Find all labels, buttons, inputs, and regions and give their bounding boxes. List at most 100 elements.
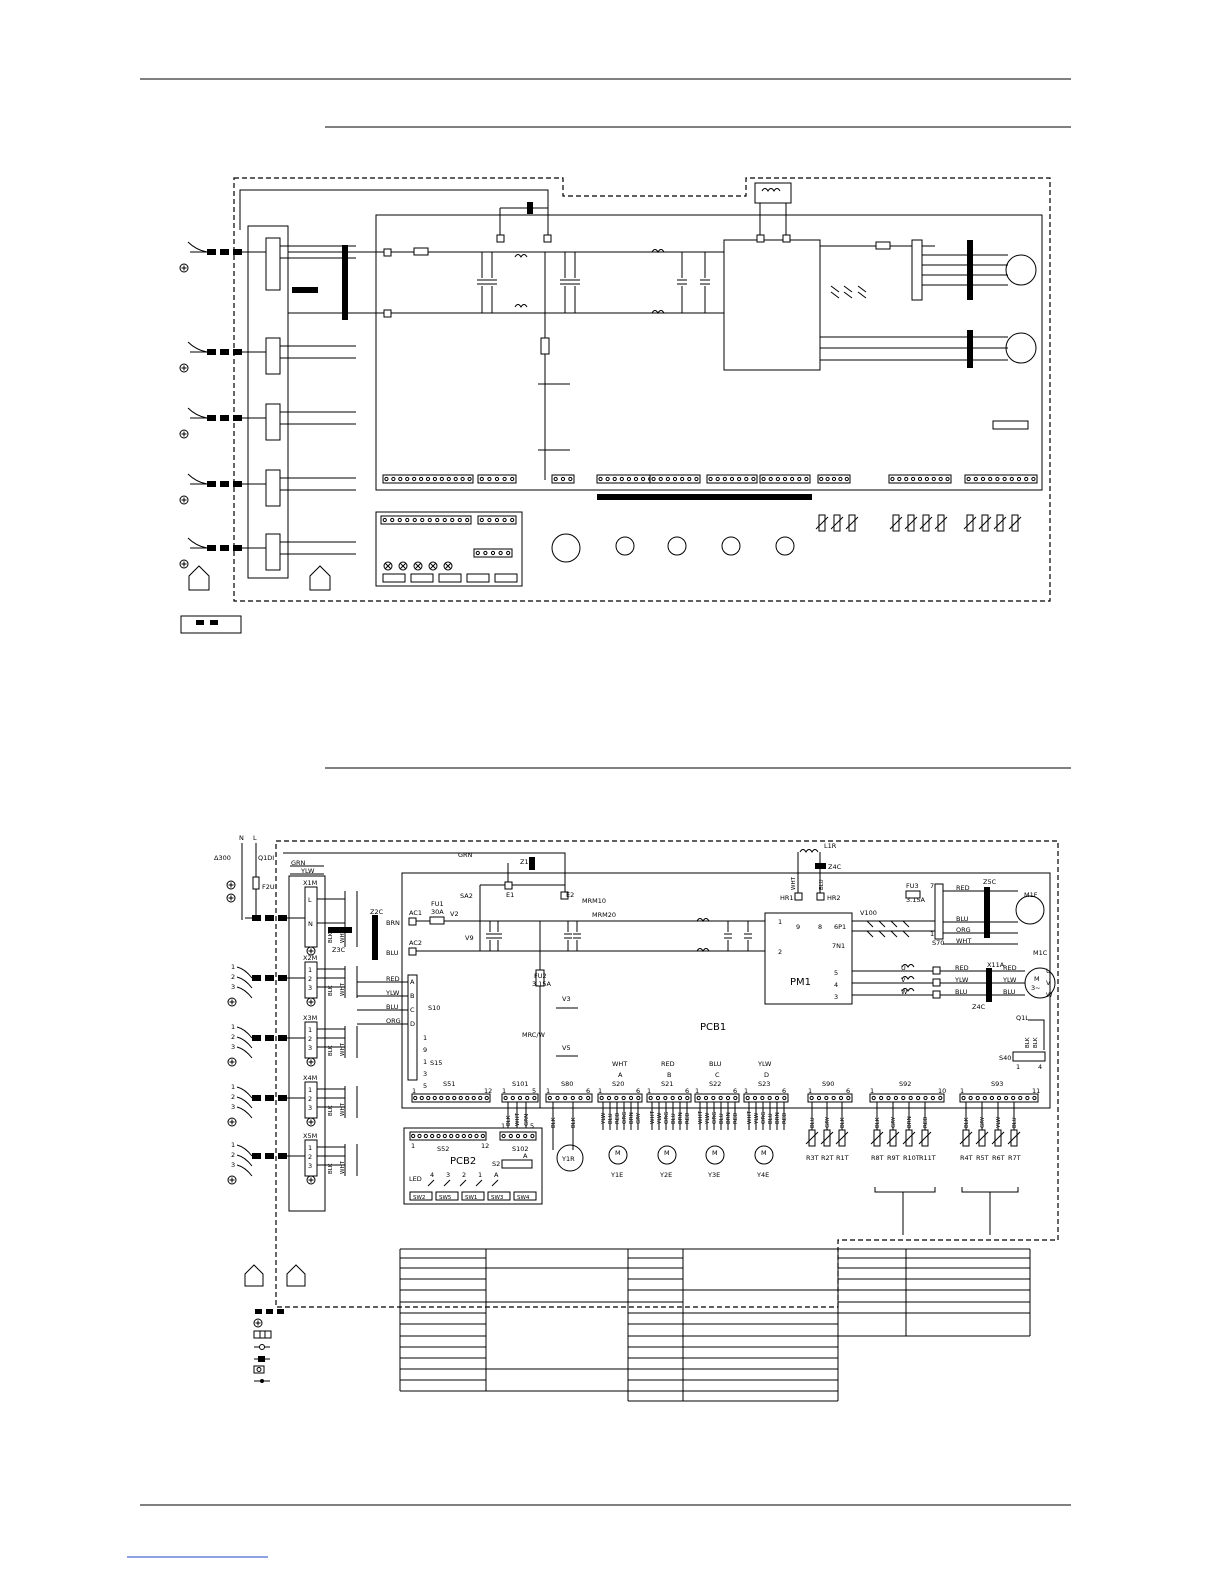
s101-wire-blk: BLK bbox=[506, 1115, 512, 1126]
switch-sw2 bbox=[409, 1191, 433, 1201]
connector-s20-first: 1 bbox=[598, 1087, 602, 1095]
terminal-pin-1: 1 bbox=[308, 1026, 312, 1034]
terminal-pin-1: 1 bbox=[308, 966, 312, 974]
supply-l: L bbox=[253, 834, 257, 842]
room-pin-1: 1 bbox=[231, 1023, 235, 1031]
wire-ylw: YLW bbox=[705, 1112, 711, 1125]
s15-pin-2: 1 bbox=[423, 1058, 427, 1066]
wire-org: ORG bbox=[622, 1112, 628, 1124]
s52-label: S52 bbox=[437, 1145, 449, 1153]
wire-blu: BLU bbox=[719, 1113, 725, 1124]
wire-blk: BLK bbox=[328, 932, 334, 943]
terminal-pin-3: 3 bbox=[308, 1162, 312, 1170]
pm-pin-5: 5 bbox=[834, 969, 838, 977]
terminal-x1m-label: X1M bbox=[303, 879, 317, 887]
s15-pin-0: 1 bbox=[423, 1034, 427, 1042]
terminal-pin-2: 2 bbox=[308, 1095, 312, 1103]
terminal-x2m-label: X2M bbox=[303, 954, 317, 962]
ac2-wire: BLU bbox=[386, 949, 399, 957]
connector-s20-last: 6 bbox=[636, 1087, 640, 1095]
connector-s23-color: YLW bbox=[757, 1060, 772, 1068]
fan-wire-wht: WHT bbox=[956, 937, 971, 945]
y1r-label: Y1R bbox=[561, 1155, 575, 1163]
connector-s102 bbox=[499, 1131, 537, 1141]
z5c-label: Z5C bbox=[983, 878, 997, 886]
wiring-diagram-1 bbox=[179, 177, 1051, 634]
ac1-wire: BRN bbox=[386, 919, 400, 927]
connector-s92-first: 1 bbox=[870, 1087, 874, 1095]
s70-label: S70 bbox=[932, 939, 944, 947]
terminal-pin-n: N bbox=[308, 920, 313, 928]
connector-s20 bbox=[597, 1093, 643, 1103]
connector-s101 bbox=[501, 1093, 539, 1103]
terminal-pin-1: 1 bbox=[308, 1086, 312, 1094]
connector-s90 bbox=[807, 1093, 853, 1103]
mrm20-label: MRM20 bbox=[592, 911, 616, 919]
connector-s23 bbox=[743, 1093, 789, 1103]
connector-s93-first: 1 bbox=[960, 1087, 964, 1095]
connector-s22-label: S22 bbox=[709, 1080, 721, 1088]
s101-wire-grn: GRN bbox=[524, 1114, 530, 1126]
connector-d1-4 bbox=[649, 474, 701, 484]
fu3-label: FU3 bbox=[906, 882, 919, 890]
connector-d1-2 bbox=[551, 474, 575, 484]
legend-table bbox=[399, 1248, 1031, 1402]
wire-brn: BRN bbox=[726, 1112, 732, 1124]
comp-wire-red: RED bbox=[955, 964, 969, 972]
connector-s92-label: S92 bbox=[899, 1080, 911, 1088]
connector-s22-letter: C bbox=[715, 1071, 720, 1079]
s15-pin-1: 9 bbox=[423, 1046, 427, 1054]
s10-wire-blu: BLU bbox=[386, 1003, 399, 1011]
pm-pin-2: 2 bbox=[778, 948, 782, 956]
motor-y3e-label: Y3E bbox=[707, 1171, 720, 1179]
connector-s21-letter: B bbox=[667, 1071, 671, 1079]
thermistor-r7t: R7T bbox=[1008, 1154, 1021, 1162]
uvw-w: W bbox=[901, 988, 908, 996]
s10-wire-ylw: YLW bbox=[385, 989, 400, 997]
s70 bbox=[934, 883, 944, 940]
connector-s92-last: 10 bbox=[938, 1087, 946, 1095]
s2-label: S2 bbox=[492, 1160, 500, 1168]
fan-wire-org: ORG bbox=[956, 926, 971, 934]
room-pin-1: 1 bbox=[231, 963, 235, 971]
switch-sw3-label: SW3 bbox=[491, 1195, 504, 1201]
room-pin-3: 3 bbox=[231, 1161, 235, 1169]
v3-label: V3 bbox=[562, 995, 571, 1003]
s15-label: S15 bbox=[430, 1059, 442, 1067]
pm1 bbox=[764, 912, 853, 1005]
motor-y1e-label: Y1E bbox=[610, 1171, 623, 1179]
connector-s101-last: 5 bbox=[532, 1087, 536, 1095]
s102-last: 5 bbox=[530, 1122, 534, 1130]
wire-blk: BLK bbox=[328, 1105, 334, 1116]
connector-d1-1 bbox=[477, 474, 517, 484]
s10-pin-c: C bbox=[410, 1006, 415, 1014]
comp-symbol-m: M bbox=[1034, 975, 1040, 983]
v100-label: V100 bbox=[860, 909, 877, 917]
connector-d1-7 bbox=[817, 474, 851, 484]
fu3-rating: 3.15A bbox=[906, 896, 925, 904]
s40-wire-2: BLK bbox=[1033, 1037, 1039, 1048]
e2-label: E2 bbox=[566, 891, 574, 899]
y1r-wire-0: BLK bbox=[551, 1117, 557, 1128]
wire-ylw: YLW bbox=[754, 1112, 760, 1125]
s93-wire-1: GRY bbox=[980, 1116, 986, 1128]
connector-s93 bbox=[959, 1093, 1039, 1103]
comp-wire2-ylw: YLW bbox=[1002, 976, 1017, 984]
wire-red: RED bbox=[733, 1112, 739, 1124]
thermistor-r6t: R6T bbox=[992, 1154, 1005, 1162]
pcb2-d1-conn-c bbox=[473, 548, 513, 558]
wire-ylw: YLW bbox=[601, 1112, 607, 1125]
supply-n: N bbox=[239, 834, 244, 842]
pm-pin-3: 3 bbox=[834, 993, 838, 1001]
mrm10-label: MRM10 bbox=[582, 897, 606, 905]
z2c-label: Z2C bbox=[370, 908, 384, 916]
wire-blk: BLK bbox=[328, 985, 334, 996]
connector-s51-last: 12 bbox=[484, 1087, 492, 1095]
wire-red: RED bbox=[782, 1112, 788, 1124]
connector-d1-5 bbox=[706, 474, 758, 484]
room-pin-2: 2 bbox=[231, 1151, 235, 1159]
comp-symbol-3: 3~ bbox=[1031, 984, 1041, 992]
wire-wht: WHT bbox=[747, 1110, 753, 1124]
s40-label: S40 bbox=[999, 1054, 1011, 1062]
switch-sw1-label: SW1 bbox=[465, 1195, 477, 1201]
